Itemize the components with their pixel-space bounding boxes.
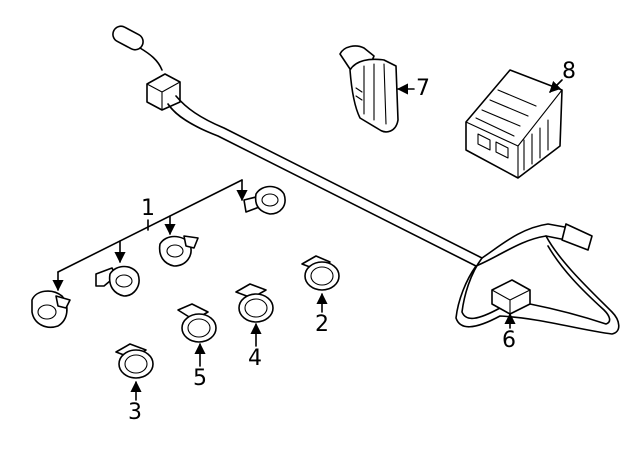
callout-8: 8 <box>562 59 576 84</box>
sensor-ring-part-3 <box>115 343 154 379</box>
callout-4: 4 <box>248 346 262 371</box>
wiring-harness <box>112 25 620 335</box>
sensor-harness-part-1 <box>31 179 286 328</box>
leader-lines <box>130 79 563 401</box>
callout-2: 2 <box>315 312 329 337</box>
callout-5: 5 <box>193 366 207 391</box>
sensor-ring-part-5 <box>177 303 217 343</box>
callout-6: 6 <box>502 328 516 353</box>
sensor-ring-part-2 <box>301 255 340 291</box>
sensor-ring-part-4 <box>235 283 274 323</box>
callout-1: 1 <box>141 196 155 221</box>
module-connector-part-7 <box>339 45 399 133</box>
callout-7: 7 <box>416 76 430 101</box>
parking-module-part-8 <box>465 69 563 179</box>
callout-3: 3 <box>128 400 142 425</box>
